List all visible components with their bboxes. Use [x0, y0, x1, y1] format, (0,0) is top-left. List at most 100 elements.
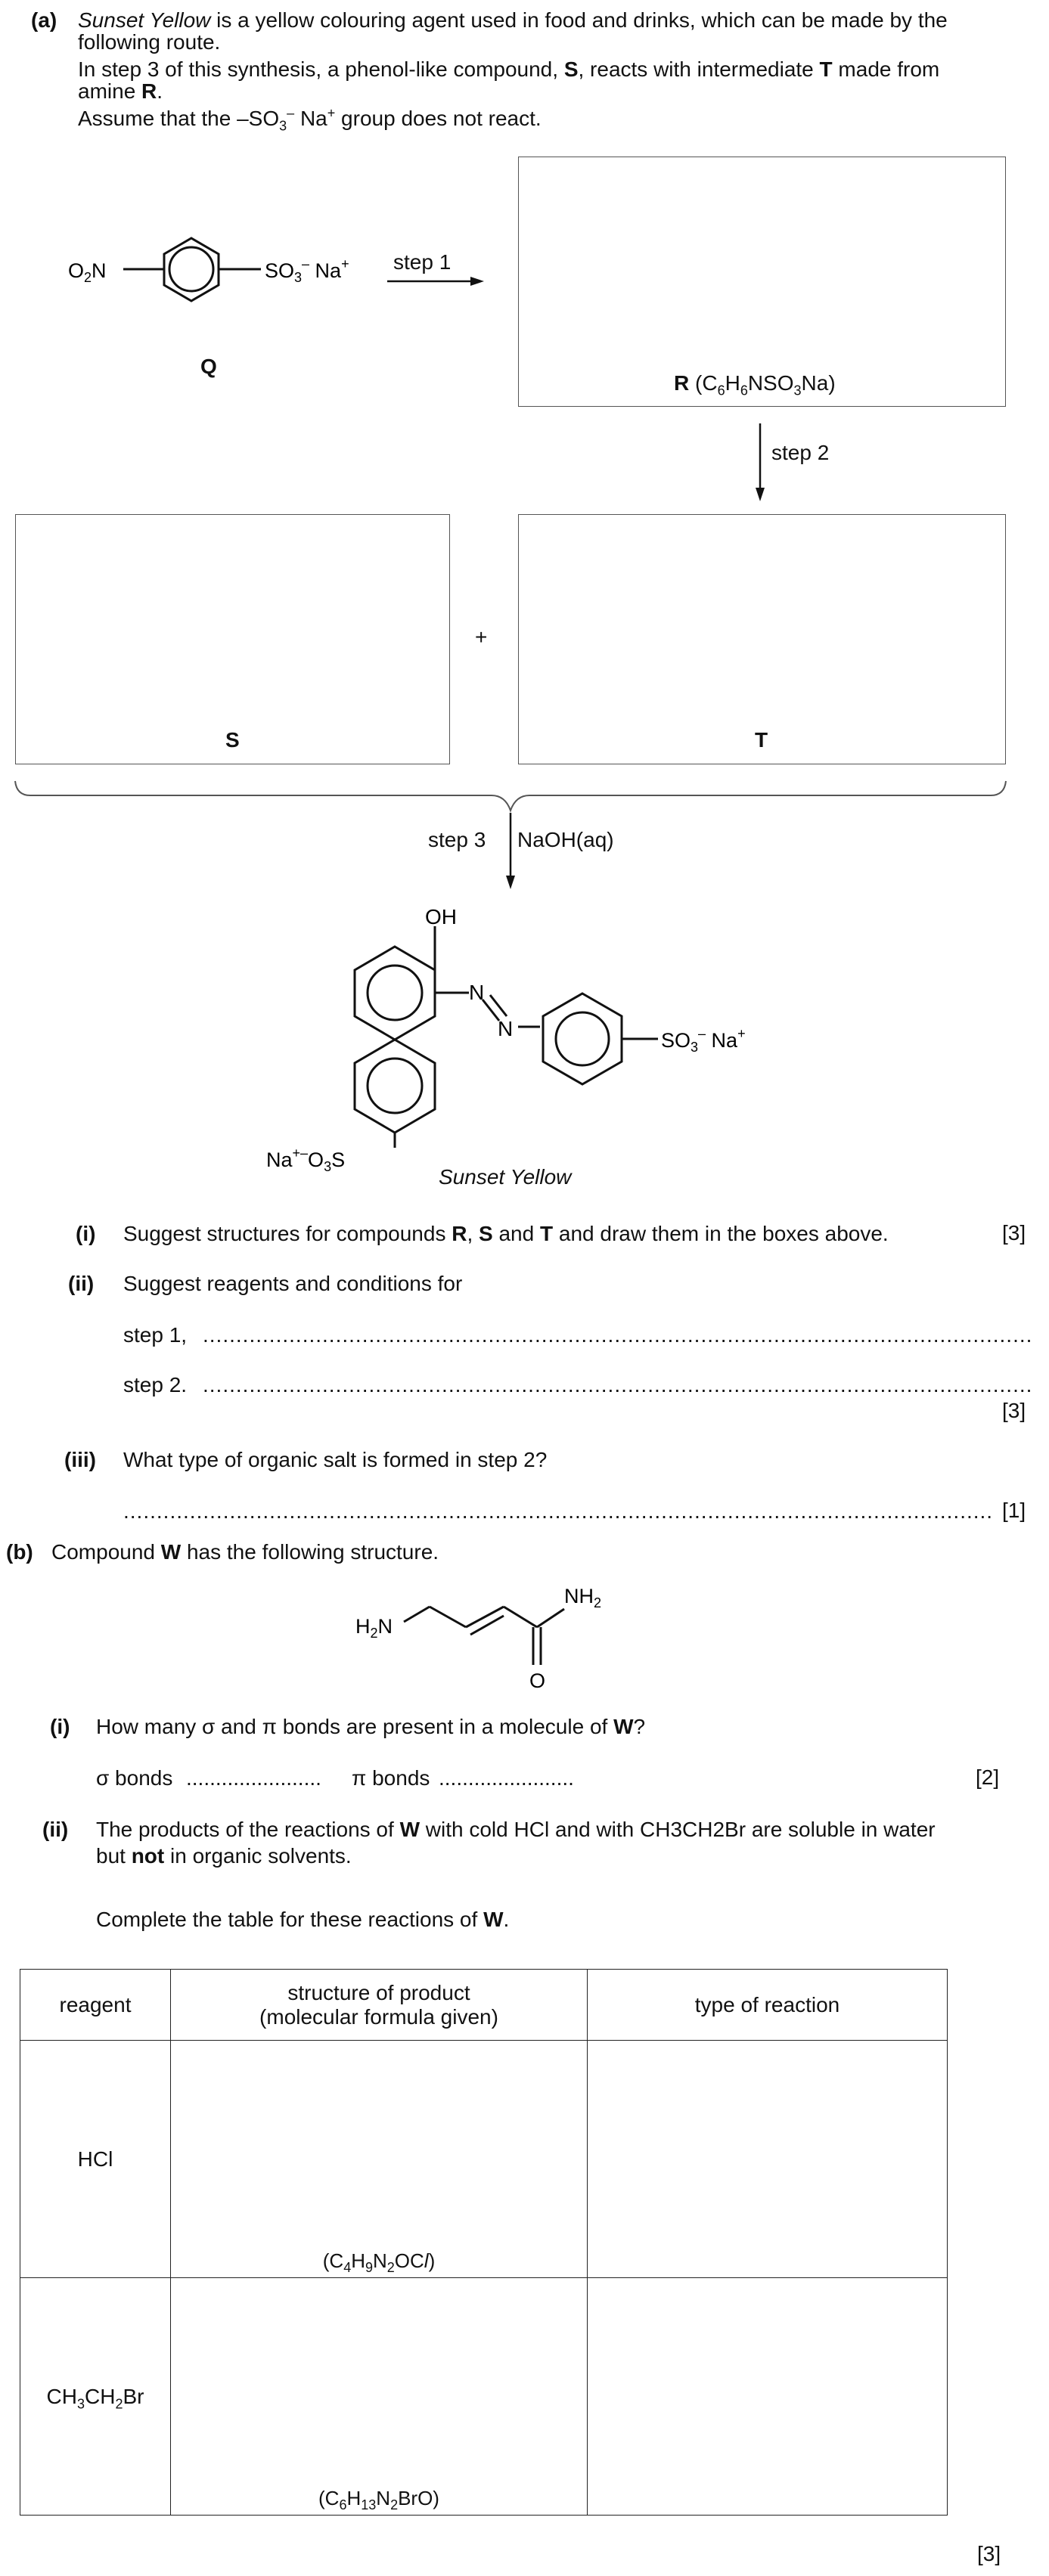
text-seg: in organic solvents.: [164, 1844, 352, 1868]
reagent-hcl: HCl: [20, 2040, 171, 2278]
text-seg: Complete the table for these reactions o…: [96, 1908, 484, 1931]
structure-cell-ch3ch2br[interactable]: (C6H13N2BrO): [170, 2277, 588, 2516]
step3-label: step 3: [428, 828, 486, 851]
nh2-label: NH2: [564, 1585, 601, 1610]
reactions-table: reagent structure of product (molecular …: [20, 1969, 948, 2516]
text-seg: .: [157, 79, 163, 103]
header-structure-line1: structure of product: [287, 1980, 470, 2004]
w-ref: W: [160, 1540, 182, 1564]
q-a-iii-num: (iii): [64, 1448, 96, 1471]
q-b-ii-num: (ii): [42, 1818, 69, 1841]
sunset-yellow-structure: [353, 926, 658, 1148]
part-a-step3-line1: In step 3 of this synthesis, a phenol-li…: [78, 57, 939, 82]
q-b-ii-marks: [3]: [977, 2542, 1001, 2565]
step1-label: step 1: [393, 250, 452, 274]
q-a-iii-answer-line[interactable]: ........................................…: [123, 1499, 993, 1523]
text-seg: In step 3 of this synthesis, a phenol-li…: [78, 57, 564, 81]
part-a-label: (a): [31, 8, 57, 32]
sigma-label: σ bonds: [96, 1766, 173, 1790]
table-row: HCl (C4H9N2OCl): [20, 2040, 948, 2278]
part-a-intro-line2: following route.: [78, 30, 221, 54]
table-header-row: reagent structure of product (molecular …: [20, 1969, 948, 2041]
text-seg: and: [492, 1222, 540, 1245]
n-label-2: N: [498, 1017, 513, 1040]
text-seg: Compound: [51, 1540, 161, 1564]
compound-r-caption: R (C6H6NSO3Na): [674, 371, 836, 398]
header-type: type of reaction: [587, 1969, 948, 2041]
header-structure-line2: (molecular formula given): [259, 2004, 498, 2029]
q-a-i-num: (i): [76, 1222, 96, 1245]
o-label: O: [529, 1669, 545, 1692]
part-b-intro: Compound W has the following structure.: [51, 1539, 439, 1564]
compound-t-ref: T: [819, 57, 833, 81]
text-seg: but: [96, 1844, 132, 1868]
h2n-label: H2N: [355, 1615, 393, 1641]
compound-s-label: S: [225, 728, 240, 752]
text-seg: ?: [633, 1715, 646, 1738]
sunset-yellow-caption: Sunset Yellow: [439, 1165, 572, 1189]
step1-answer-line[interactable]: ........................................…: [203, 1323, 1031, 1347]
part-b-label: (b): [6, 1540, 33, 1564]
r-ref: R: [452, 1222, 467, 1245]
q-b-i-num: (i): [50, 1715, 70, 1738]
text-seg: and draw them in the boxes above.: [553, 1222, 889, 1245]
q-a-iii-marks: [1]: [1002, 1499, 1026, 1522]
compound-r-ref: R: [141, 79, 157, 103]
s-ref: S: [479, 1222, 493, 1245]
pi-answer-line[interactable]: .......................: [439, 1766, 574, 1790]
benzene-ring-q: [123, 237, 261, 302]
text-seg: How many σ and π bonds are present in a …: [96, 1715, 614, 1738]
text-seg: ,: [467, 1222, 479, 1245]
o2n-label: O2N: [68, 259, 107, 285]
structure-cell-hcl[interactable]: (C4H9N2OCl): [170, 2040, 588, 2278]
text-seg: Assume that the –SO: [78, 107, 280, 130]
not-bold: not: [131, 1844, 165, 1868]
part-a-assume: Assume that the –SO3– Na+ group does not…: [78, 105, 542, 134]
plus-sign: +: [475, 625, 488, 649]
part-a-intro: Sunset Yellow is a yellow colouring agen…: [78, 8, 948, 33]
t-ref: T: [539, 1222, 554, 1245]
w-ref: W: [483, 1908, 504, 1931]
type-cell-ch3ch2br[interactable]: [587, 2277, 948, 2516]
so3na-label-sy: SO3– Na+: [661, 1026, 746, 1055]
step2-answer-line[interactable]: ........................................…: [203, 1373, 1031, 1396]
text-seg: .: [503, 1908, 510, 1931]
text-seg: with cold HCl and with CH3CH2Br are solu…: [420, 1818, 936, 1841]
type-cell-hcl[interactable]: [587, 2040, 948, 2278]
text-seg: Suggest structures for compounds: [123, 1222, 452, 1245]
step2-label: step 2: [771, 441, 830, 464]
table-row: CH3CH2Br (C6H13N2BrO): [20, 2277, 948, 2516]
q-a-ii-text: Suggest reagents and conditions for: [123, 1272, 463, 1295]
sunset-yellow-italic: Sunset Yellow: [78, 8, 211, 32]
reagent-ch3ch2br: CH3CH2Br: [20, 2277, 171, 2516]
text-seg: group does not react.: [335, 107, 542, 130]
q-a-ii-num: (ii): [68, 1272, 95, 1295]
oh-label: OH: [425, 905, 457, 928]
pi-label: π bonds: [352, 1766, 430, 1790]
q-b-i-text: How many σ and π bonds are present in a …: [96, 1714, 645, 1739]
r-bold: R: [674, 371, 690, 395]
step1-answer-label: step 1,: [123, 1323, 188, 1347]
text-seg: amine: [78, 79, 142, 103]
part-a-step3-line2: amine R.: [78, 79, 163, 104]
answer-box-s[interactable]: S: [15, 514, 450, 764]
sigma-answer-line[interactable]: .......................: [186, 1766, 321, 1790]
q-a-iii-text: What type of organic salt is formed in s…: [123, 1448, 548, 1471]
text-seg: The products of the reactions of: [96, 1818, 400, 1841]
text-seg: has the following structure.: [181, 1540, 439, 1564]
reaction-scheme: O2N SO3– Na+ OH N N SO3– Na+ Na+–O3S: [14, 237, 1007, 1174]
w-ref: W: [613, 1715, 634, 1738]
answer-box-r[interactable]: R (C6H6NSO3Na): [518, 157, 1006, 407]
text-seg: , reacts with intermediate: [578, 57, 820, 81]
na-o3s-label: Na+–O3S: [266, 1145, 345, 1174]
compound-w-structure: H2N NH2 O: [355, 1585, 601, 1692]
answer-box-t[interactable]: T: [518, 514, 1006, 764]
q-a-i-text: Suggest structures for compounds R, S an…: [123, 1221, 889, 1246]
header-reagent: reagent: [20, 1969, 171, 2041]
header-structure: structure of product (molecular formula …: [170, 1969, 588, 2041]
q-b-ii-line2: but not in organic solvents.: [96, 1843, 352, 1868]
compound-t-label: T: [755, 728, 768, 752]
formula-hcl: (C4H9N2OCl): [322, 2249, 436, 2276]
n-label-1: N: [469, 981, 484, 1004]
q-a-i-marks: [3]: [1002, 1221, 1026, 1245]
